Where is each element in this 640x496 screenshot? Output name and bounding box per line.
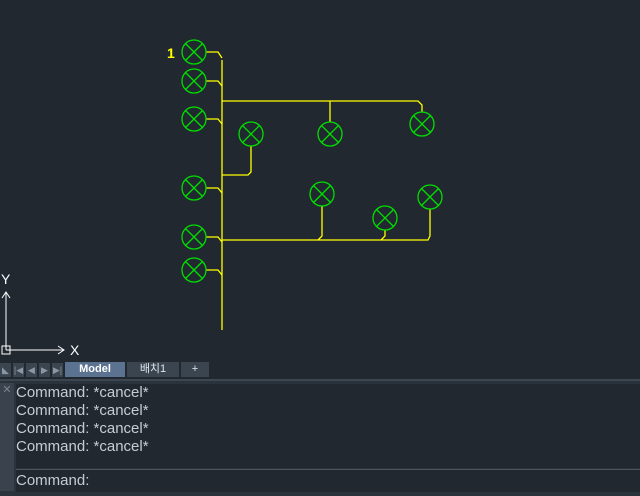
add-tab-button[interactable]: + xyxy=(181,362,209,377)
light-fixture-symbol[interactable] xyxy=(417,184,443,210)
light-fixture-symbol[interactable] xyxy=(238,121,264,147)
history-line: Command: *cancel* xyxy=(16,438,149,455)
tab-layout1[interactable]: 배치1 xyxy=(127,362,179,377)
light-fixture-symbol[interactable] xyxy=(181,257,207,283)
history-line: Command: *cancel* xyxy=(16,402,149,419)
axis-x-label: X xyxy=(70,342,80,358)
close-icon[interactable]: ✕ xyxy=(0,383,14,491)
first-tab-button[interactable]: |◀ xyxy=(13,362,24,377)
light-fixture-symbol[interactable] xyxy=(181,39,207,65)
axis-y-label: Y xyxy=(1,271,11,287)
ucs-icon xyxy=(1,291,65,355)
layout-tabs: ◣ |◀ ◀ ▶ ▶| Model 배치1 + xyxy=(0,361,640,378)
wiring xyxy=(206,51,431,330)
light-fixture-symbol[interactable] xyxy=(309,181,335,207)
fixtures xyxy=(181,39,443,283)
tab-model[interactable]: Model xyxy=(65,362,125,377)
light-fixture-symbol[interactable] xyxy=(317,121,343,147)
branch-wire xyxy=(206,51,223,276)
command-history: Command: *cancel* Command: *cancel* Comm… xyxy=(16,384,640,468)
light-fixture-symbol[interactable] xyxy=(409,111,435,137)
upper-bus xyxy=(222,100,423,122)
light-fixture-symbol[interactable] xyxy=(181,106,207,132)
next-tab-button[interactable]: ▶ xyxy=(39,362,50,377)
history-line: Command: *cancel* xyxy=(16,420,149,437)
light-fixture-symbol[interactable] xyxy=(181,175,207,201)
command-window: ✕ Command: *cancel* Command: *cancel* Co… xyxy=(0,379,640,496)
lower-bus xyxy=(222,206,431,241)
last-tab-button[interactable]: ▶| xyxy=(52,362,63,377)
history-line: Command: *cancel* xyxy=(16,384,149,401)
drawing-canvas[interactable]: 1 Y X xyxy=(0,0,640,360)
command-input[interactable]: Command: xyxy=(16,469,640,492)
light-fixture-symbol[interactable] xyxy=(372,205,398,231)
light-fixture-symbol[interactable] xyxy=(181,224,207,250)
scroll-up-icon[interactable]: ◣ xyxy=(0,362,11,377)
prev-tab-button[interactable]: ◀ xyxy=(26,362,37,377)
fixture-number: 1 xyxy=(167,45,175,61)
side-branch xyxy=(222,146,252,176)
light-fixture-symbol[interactable] xyxy=(181,68,207,94)
